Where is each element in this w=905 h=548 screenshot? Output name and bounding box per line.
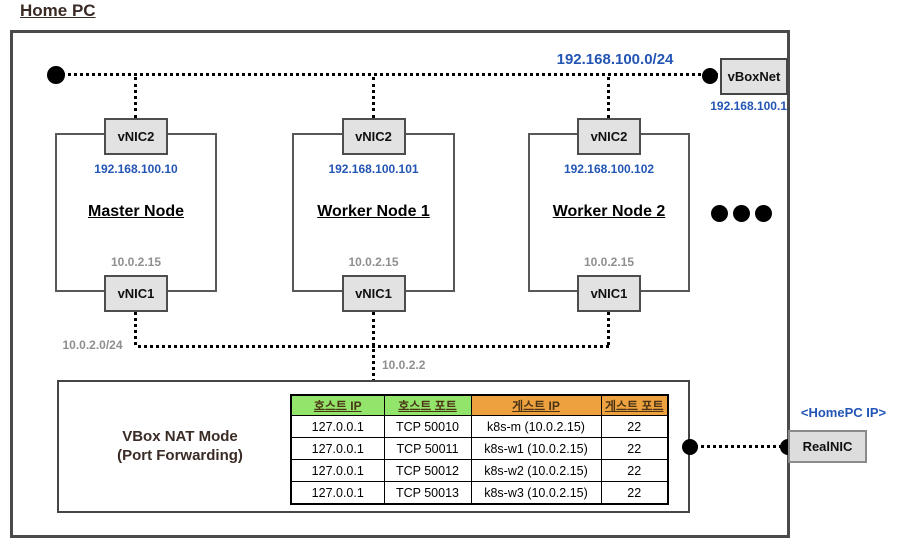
header-host-ip: 호스트 IP: [290, 394, 385, 416]
master-node-name: Master Node: [87, 203, 185, 220]
cell-guest-port: 22: [600, 415, 669, 438]
master-vnic2-ip: 192.168.100.10: [94, 162, 178, 176]
hostonly-link-master: [134, 77, 137, 118]
worker2-node-name: Worker Node 2: [552, 203, 666, 220]
page-title: Home PC: [20, 1, 96, 20]
master-vnic2-box: vNIC2: [104, 118, 168, 155]
realnic-box: RealNIC: [788, 430, 867, 463]
port-forwarding-table: 호스트 IP 호스트 포트 게스트 IP 게스트 포트 127.0.0.1 TC…: [290, 394, 669, 505]
worker1-vnic2-ip: 192.168.100.101: [328, 162, 419, 176]
table-row: 127.0.0.1 TCP 50013 k8s-w3 (10.0.2.15) 2…: [290, 481, 669, 505]
realnic-link-line: [690, 445, 788, 448]
header-host-port: 호스트 포트: [383, 394, 472, 416]
worker1-vnic1-ip: 10.0.2.15: [348, 255, 399, 269]
table-row: 127.0.0.1 TCP 50010 k8s-m (10.0.2.15) 22: [290, 415, 669, 438]
cell-host-ip: 127.0.0.1: [290, 415, 385, 438]
nat-box-title-line1: VBox NAT Mode: [122, 428, 238, 445]
hostonly-link-worker1: [372, 77, 375, 118]
hostonly-link-worker2: [607, 77, 610, 118]
master-vnic1-ip: 10.0.2.15: [110, 255, 162, 269]
cell-host-ip: 127.0.0.1: [290, 481, 385, 505]
vboxnet-box: vBoxNet: [720, 58, 788, 95]
cell-host-port: TCP 50012: [383, 459, 472, 482]
header-guest-ip: 게스트 IP: [470, 394, 602, 416]
cell-host-ip: 127.0.0.1: [290, 459, 385, 482]
nat-link-worker2: [607, 312, 610, 345]
nat-box-title-line2: (Port Forwarding): [117, 447, 243, 464]
junction-dot-icon: [702, 68, 718, 84]
cell-host-port: TCP 50011: [383, 437, 472, 460]
worker1-node-box: vNIC2 192.168.100.101 Worker Node 1 10.0…: [292, 118, 455, 312]
worker2-node-box: vNIC2 192.168.100.102 Worker Node 2 10.0…: [528, 118, 690, 312]
cell-host-port: TCP 50010: [383, 415, 472, 438]
ellipsis-dot-icon: [755, 205, 772, 222]
ellipsis-dot-icon: [733, 205, 750, 222]
hostonly-cidr-label: 192.168.100.0/24: [556, 51, 674, 68]
junction-dot-icon: [47, 66, 65, 84]
worker1-vnic1-box: vNIC1: [341, 275, 406, 312]
worker1-node-name: Worker Node 1: [317, 203, 430, 220]
master-vnic1-box: vNIC1: [104, 275, 168, 312]
nat-network-line: [138, 345, 609, 348]
worker2-vnic2-ip: 192.168.100.102: [563, 162, 655, 176]
cell-host-ip: 127.0.0.1: [290, 437, 385, 460]
nat-cidr-label: 10.0.2.0/24: [62, 338, 123, 352]
nat-box-title: VBox NAT Mode (Port Forwarding): [75, 427, 285, 465]
ellipsis-dot-icon: [711, 205, 728, 222]
cell-guest-port: 22: [600, 481, 669, 505]
worker2-vnic1-box: vNIC1: [577, 275, 641, 312]
hostonly-network-line: [57, 73, 718, 76]
master-node-box: vNIC2 192.168.100.10 Master Node 10.0.2.…: [55, 118, 217, 312]
cell-guest-port: 22: [600, 459, 669, 482]
nat-link-master: [134, 312, 137, 345]
worker2-vnic1-ip: 10.0.2.15: [583, 255, 635, 269]
table-header-row: 호스트 IP 호스트 포트 게스트 IP 게스트 포트: [290, 394, 669, 416]
worker2-vnic2-box: vNIC2: [577, 118, 641, 155]
cell-guest-port: 22: [600, 437, 669, 460]
header-guest-port: 게스트 포트: [600, 394, 669, 416]
homepc-ip-label: <HomePC IP>: [800, 405, 887, 420]
table-row: 127.0.0.1 TCP 50012 k8s-w2 (10.0.2.15) 2…: [290, 459, 669, 482]
table-row: 127.0.0.1 TCP 50011 k8s-w1 (10.0.2.15) 2…: [290, 437, 669, 460]
cell-guest-ip: k8s-m (10.0.2.15): [470, 415, 602, 438]
cell-guest-ip: k8s-w1 (10.0.2.15): [470, 437, 602, 460]
worker1-vnic2-box: vNIC2: [341, 118, 406, 155]
vboxnet-ip-label: 192.168.100.1: [710, 99, 787, 113]
nat-gateway-label: 10.0.2.2: [382, 358, 426, 372]
cell-guest-ip: k8s-w2 (10.0.2.15): [470, 459, 602, 482]
cell-guest-ip: k8s-w3 (10.0.2.15): [470, 481, 602, 505]
cell-host-port: TCP 50013: [383, 481, 472, 505]
